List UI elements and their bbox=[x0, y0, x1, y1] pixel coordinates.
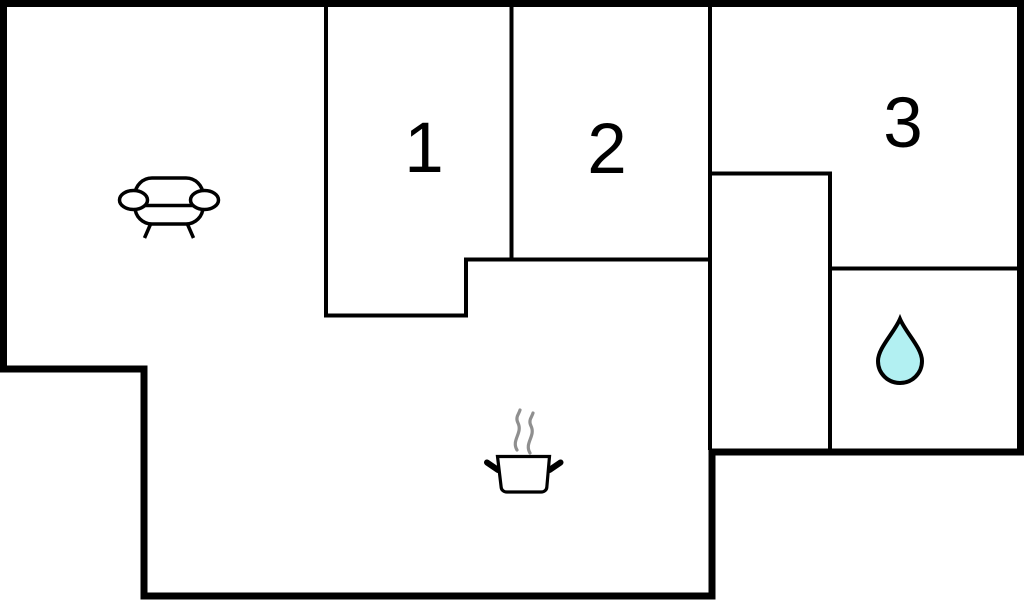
water-drop-icon bbox=[875, 313, 925, 386]
pot-handle-right bbox=[546, 459, 564, 473]
room-label-3: 3 bbox=[883, 84, 923, 163]
inner-walls bbox=[324, 5, 1020, 450]
cooking-pot-icon bbox=[484, 454, 564, 494]
steam-wave-left bbox=[513, 408, 522, 452]
water-drop-shape bbox=[875, 313, 925, 386]
pot-body bbox=[495, 454, 552, 494]
sofa-armrest-left bbox=[117, 188, 150, 212]
steam-icon bbox=[513, 408, 535, 455]
pot-handle-left bbox=[484, 459, 501, 473]
sofa-armrest-right bbox=[188, 188, 221, 212]
room-label-2: 2 bbox=[587, 110, 627, 189]
steam-wave-right bbox=[526, 411, 535, 455]
room-label-1: 1 bbox=[404, 109, 444, 188]
sofa-icon bbox=[117, 176, 221, 239]
